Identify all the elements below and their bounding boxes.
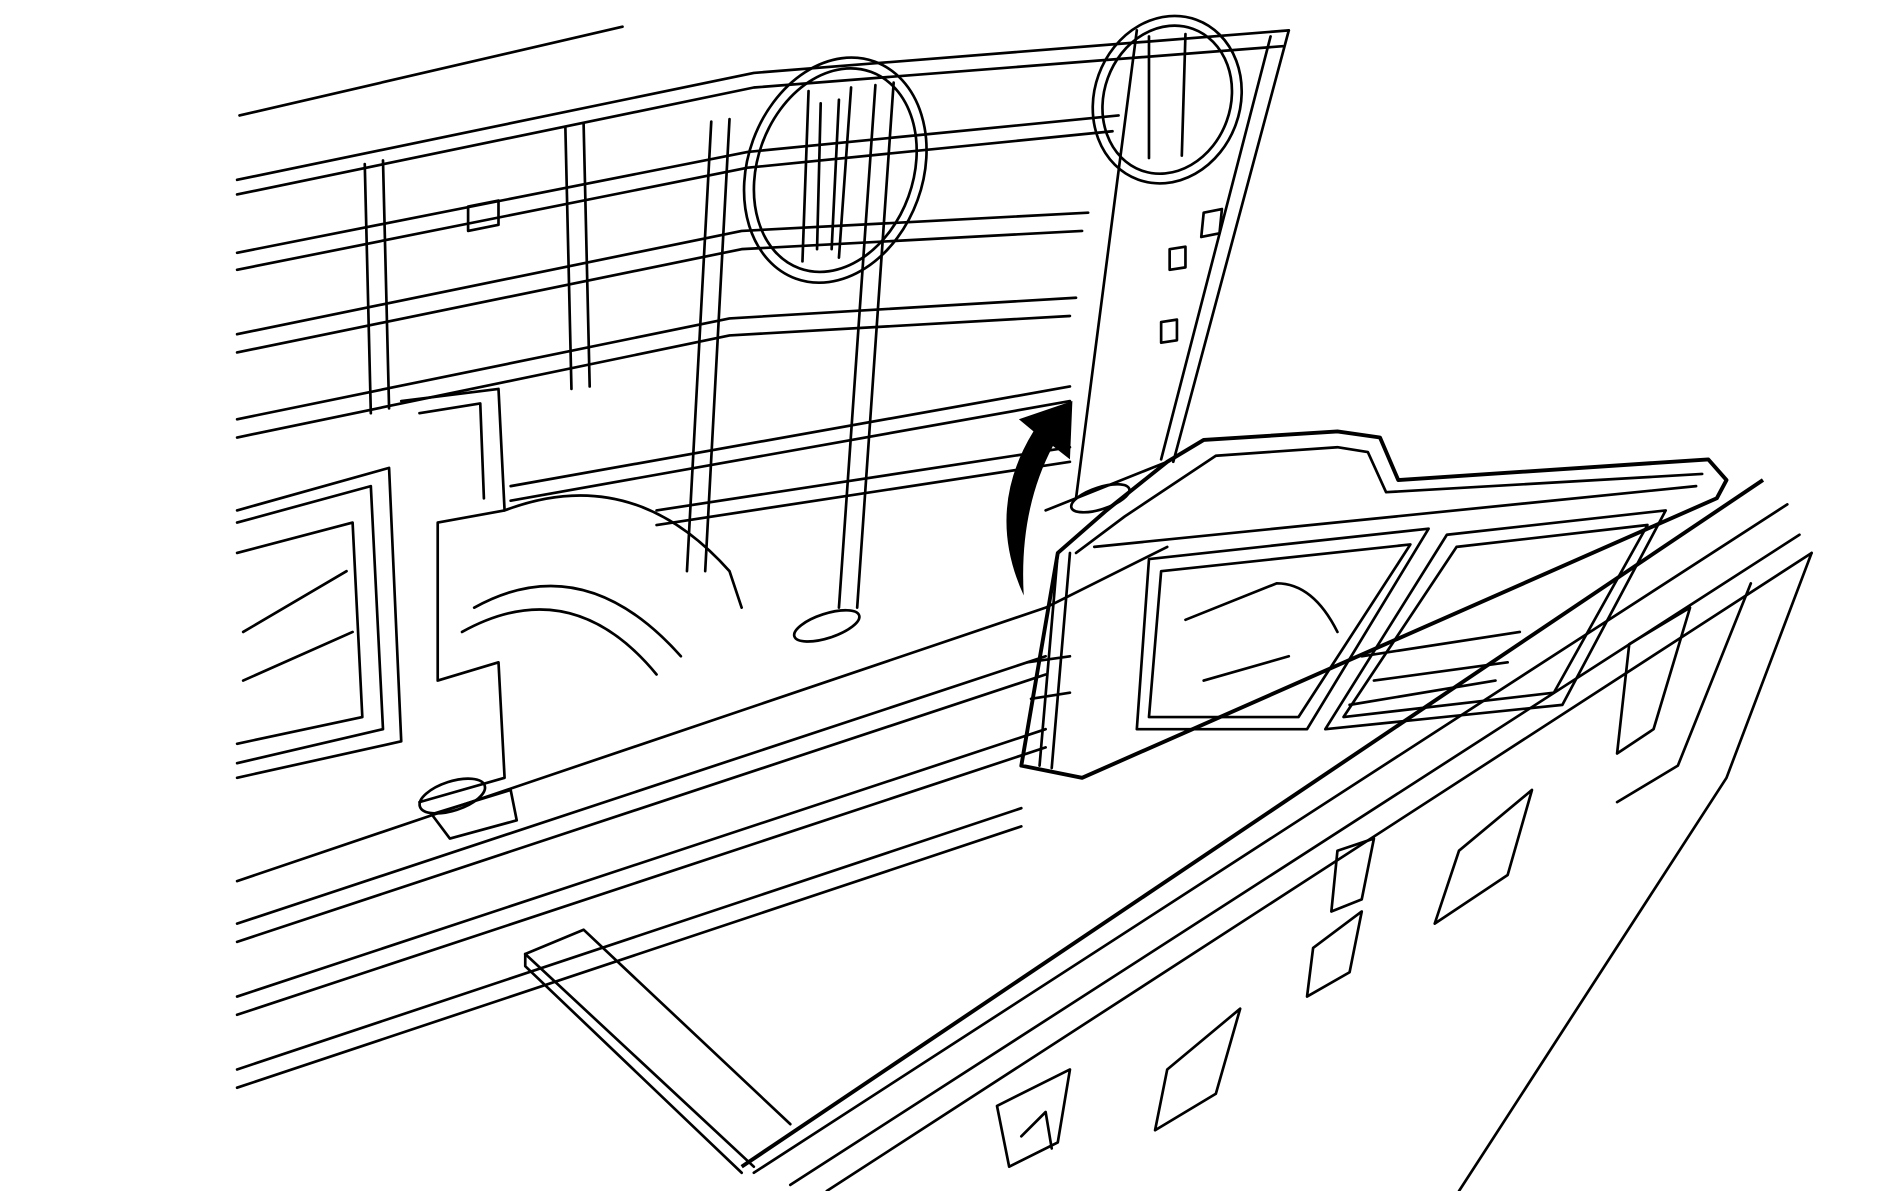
grille-panel	[235, 14, 1291, 609]
left-filter-door	[235, 387, 1131, 840]
front-panel	[740, 478, 1813, 1191]
top-edge-lines	[238, 25, 624, 117]
cabin-filter	[1019, 429, 1729, 780]
curved-arrow-icon	[1006, 401, 1073, 596]
lower-frame	[235, 460, 1169, 1175]
